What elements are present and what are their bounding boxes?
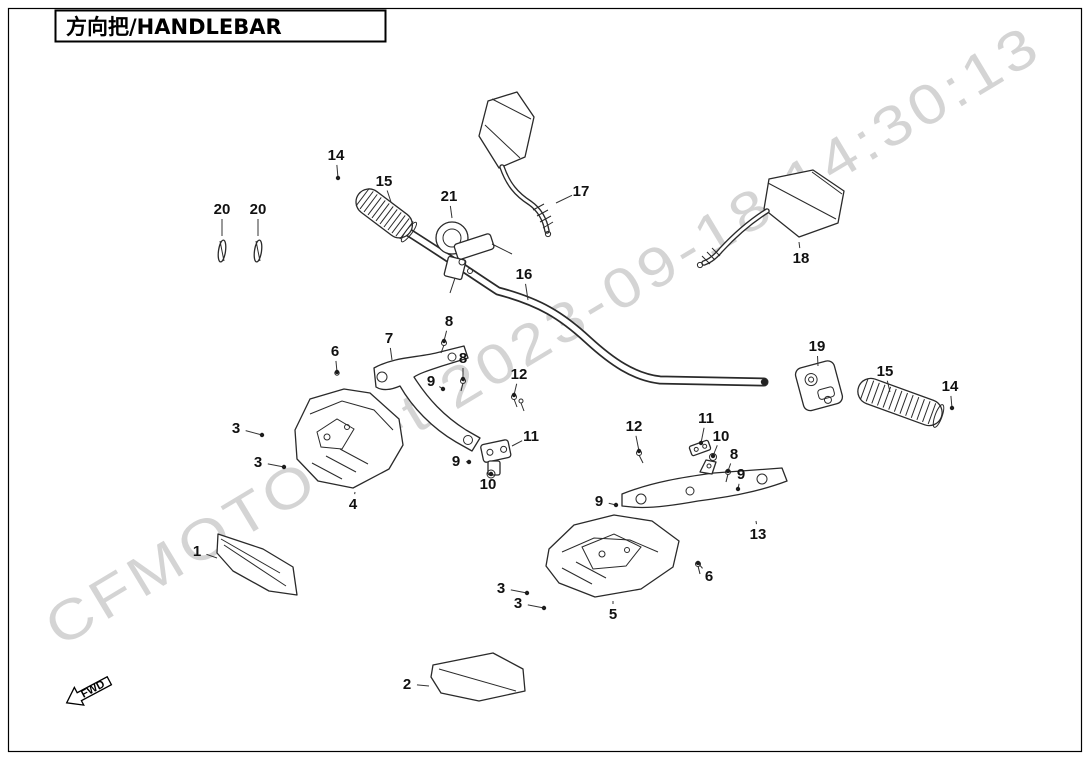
fwd-arrow: FWD (65, 675, 113, 706)
part-number-13: 13 (750, 526, 767, 543)
bracket-left (373, 345, 481, 452)
grip-left (355, 188, 418, 243)
callout-6: 6 (695, 560, 713, 585)
clamp-right (688, 439, 712, 457)
callout-3: 3 (497, 580, 530, 597)
callout-3: 3 (232, 420, 265, 438)
callout-18: 18 (793, 241, 810, 267)
callout-20: 20 (250, 201, 267, 236)
callout-21: 21 (441, 188, 458, 219)
callout-14: 14 (942, 378, 959, 411)
page-border (7, 7, 1083, 753)
part-number-8: 8 (730, 446, 738, 463)
part-number-17: 17 (573, 183, 590, 200)
callout-1: 1 (193, 543, 218, 560)
callout-7: 7 (385, 330, 393, 361)
clamp-left (480, 439, 512, 476)
part-number-20: 20 (214, 201, 231, 218)
part-number-4: 4 (349, 496, 358, 513)
mirror-right (696, 169, 845, 269)
callout-11: 11 (698, 410, 714, 446)
part-number-11: 11 (698, 410, 714, 427)
callout-13: 13 (750, 520, 767, 543)
callout-16: 16 (516, 266, 533, 301)
callout-14: 14 (328, 147, 345, 181)
part-number-3: 3 (254, 454, 262, 471)
watermark-text: CFMOTO kf-t 2023-09-18 14:30:13 (34, 12, 1052, 658)
part-number-8: 8 (459, 350, 467, 367)
part-number-19: 19 (809, 338, 826, 355)
callout-15: 15 (877, 363, 894, 393)
handguard-left (294, 388, 404, 489)
mirror-left (478, 91, 554, 238)
callout-8: 8 (725, 446, 738, 474)
part-number-11: 11 (523, 428, 539, 445)
part-number-15: 15 (376, 173, 393, 190)
part-number-3: 3 (232, 420, 240, 437)
part-number-3: 3 (514, 595, 522, 612)
cotter-pins (217, 239, 263, 263)
callout-9: 9 (452, 453, 472, 470)
callout-9: 9 (427, 373, 446, 392)
callout-9: 9 (595, 493, 619, 510)
guard-blade-bottom (430, 652, 526, 702)
fwd-label: FWD (79, 678, 107, 700)
guard-blade-left (216, 533, 298, 596)
part-number-16: 16 (516, 266, 533, 283)
part-number-20: 20 (250, 201, 267, 218)
grip-right (857, 377, 945, 428)
callout-9: 9 (735, 466, 745, 492)
callout-12: 12 (511, 366, 528, 398)
part-number-3: 3 (497, 580, 505, 597)
callout-6: 6 (331, 343, 340, 375)
part-number-7: 7 (385, 330, 393, 347)
callout-8: 8 (459, 350, 467, 382)
callout-4: 4 (349, 491, 358, 513)
part-number-12: 12 (511, 366, 528, 383)
part-number-6: 6 (705, 568, 713, 585)
callout-10: 10 (710, 428, 730, 459)
callout-19: 19 (809, 338, 826, 367)
callout-3: 3 (514, 595, 547, 612)
callout-3: 3 (254, 454, 287, 471)
callout-20: 20 (214, 201, 231, 236)
part-number-10: 10 (480, 476, 497, 493)
part-number-14: 14 (328, 147, 345, 164)
callout-2: 2 (403, 676, 430, 693)
brake-master-cylinder (435, 221, 513, 294)
part-number-21: 21 (441, 188, 458, 205)
callout-12: 12 (626, 418, 643, 454)
part-number-10: 10 (713, 428, 730, 445)
callout-8: 8 (441, 313, 453, 344)
callout-11: 11 (511, 428, 539, 447)
handguard-right (545, 514, 680, 598)
part-number-9: 9 (737, 466, 745, 483)
part-number-6: 6 (331, 343, 339, 360)
part-number-14: 14 (942, 378, 959, 395)
part-number-8: 8 (445, 313, 453, 330)
callout-17: 17 (555, 183, 590, 204)
bracket-right (621, 459, 788, 509)
part-number-5: 5 (609, 606, 617, 623)
part-number-9: 9 (427, 373, 435, 390)
part-number-9: 9 (595, 493, 603, 510)
page-title: 方向把/HANDLEBAR (66, 15, 282, 39)
switch-housing-right (794, 360, 844, 412)
part-number-2: 2 (403, 676, 411, 693)
part-number-12: 12 (626, 418, 643, 435)
title-box: 方向把/HANDLEBAR (54, 9, 387, 43)
part-number-9: 9 (452, 453, 460, 470)
callout-15: 15 (376, 173, 393, 203)
part-number-18: 18 (793, 250, 810, 267)
part-number-15: 15 (877, 363, 894, 380)
callout-5: 5 (609, 601, 617, 623)
callout-10: 10 (480, 471, 497, 493)
part-number-1: 1 (193, 543, 201, 560)
